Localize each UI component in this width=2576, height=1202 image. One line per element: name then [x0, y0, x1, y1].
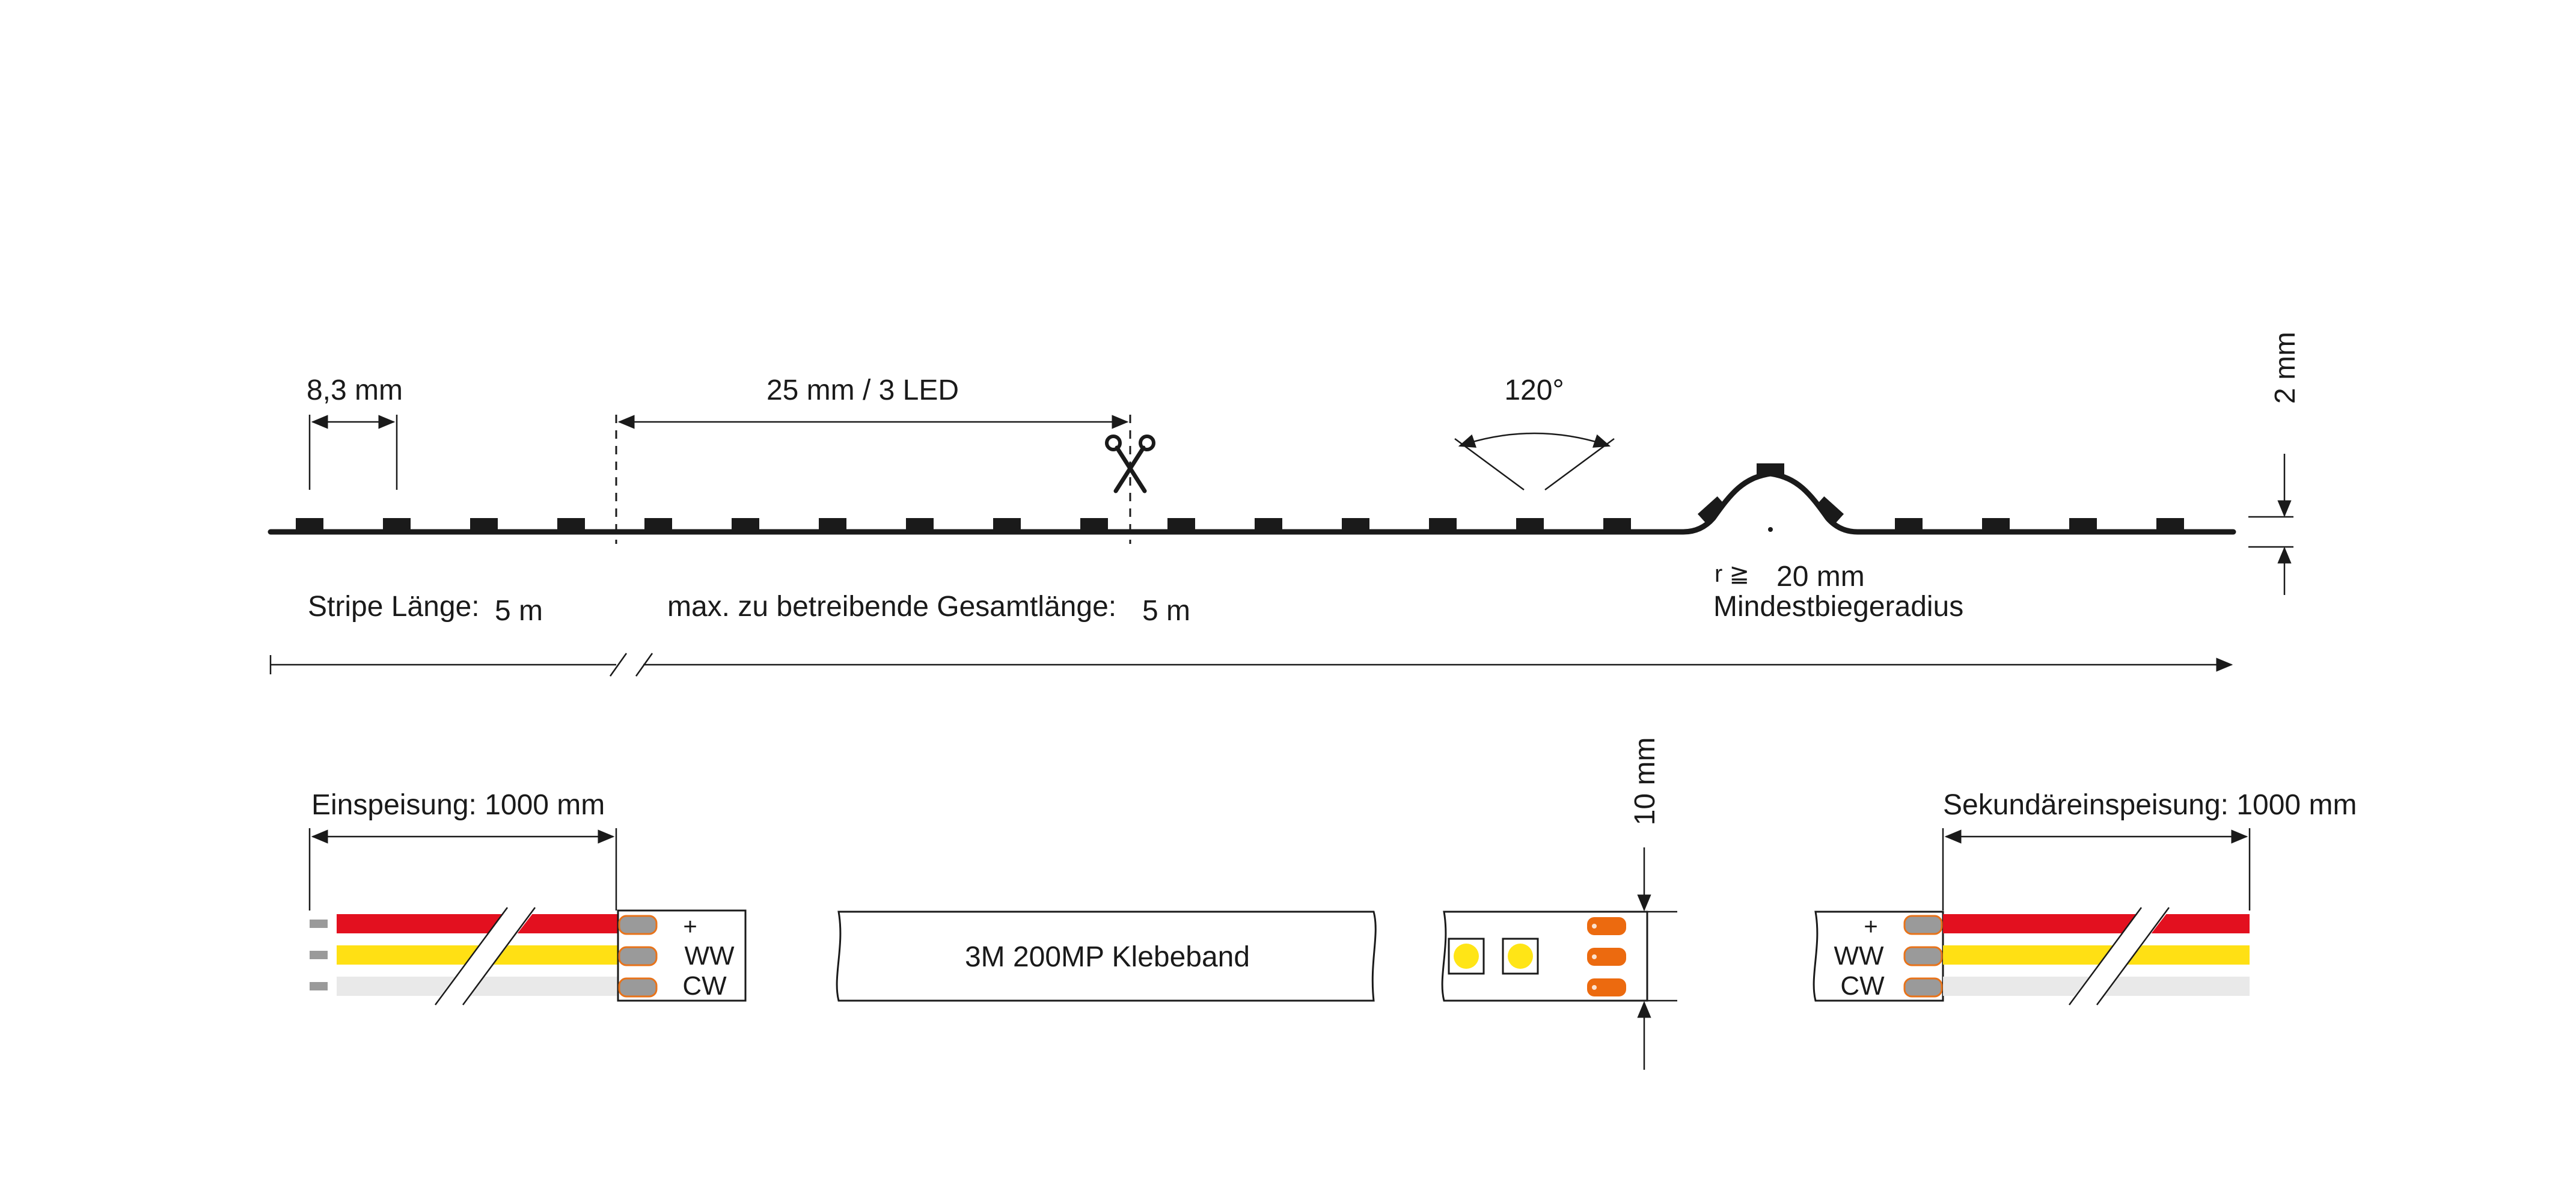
secondary-feed-dimension: Sekundäreinspeisung: 1000 mm	[1942, 789, 2357, 911]
bend-led-right	[1816, 496, 1844, 523]
led-chip	[644, 518, 672, 531]
pad-left-ww	[618, 946, 658, 966]
pad-right-cw-label: CW	[1840, 971, 1885, 1001]
cut-label: 25 mm / 3 LED	[766, 374, 959, 406]
width-label: 10 mm	[1629, 737, 1661, 826]
wire-plus-right	[1943, 914, 2250, 933]
beam-angle: 120°	[1454, 374, 1615, 491]
adhesive-tape: 3M 200MP Klebeband	[836, 911, 1377, 1002]
height-label: 2 mm	[2269, 332, 2301, 404]
feed-dimension: Einspeisung: 1000 mm	[308, 789, 617, 911]
pad-left-cw-label: CW	[682, 971, 727, 1001]
pad-right-plus	[1903, 915, 1943, 935]
pad-right-cw	[1903, 977, 1943, 998]
led-chip	[1603, 518, 1631, 531]
cut-dimension: 25 mm / 3 LED	[615, 374, 1131, 544]
led-chip	[1429, 518, 1457, 531]
bend-center-dot	[1768, 527, 1773, 532]
height-dimension: 2 mm	[2248, 332, 2301, 595]
angle-label: 120°	[1504, 374, 1564, 406]
end-pad-1	[1587, 917, 1626, 935]
led-chip	[383, 518, 411, 531]
led-chip	[1342, 518, 1369, 531]
radius-label: Mindestbiegeradius	[1713, 591, 1963, 623]
pad-right-ww-label: WW	[1834, 941, 1884, 971]
connector-left: + WW CW	[617, 909, 747, 1002]
pad-right-ww	[1903, 946, 1943, 966]
pad-left-plus	[618, 915, 658, 935]
led-chip	[993, 518, 1021, 531]
feed-cable-right	[1943, 907, 2250, 1005]
wire-ww-right	[1943, 945, 2250, 965]
feed-cable-left	[310, 907, 619, 1005]
led-chip	[2156, 518, 2184, 531]
wire-plus-left	[337, 914, 619, 933]
pad-right-plus-label: +	[1864, 914, 1877, 940]
feed-label: Einspeisung: 1000 mm	[311, 789, 605, 821]
led-chip	[1255, 518, 1282, 531]
pitch-label: 8,3 mm	[307, 374, 403, 406]
width-dimension: 10 mm	[1629, 737, 1677, 1070]
led-chip	[1167, 518, 1195, 531]
led-chip	[1516, 518, 1544, 531]
strip-length-value: 5 m	[495, 595, 543, 627]
led-chip	[1982, 518, 2010, 531]
led-chip	[296, 518, 323, 531]
length-dimension-line	[269, 653, 2233, 677]
led-2	[1508, 944, 1533, 969]
bend-led-left	[1697, 496, 1726, 523]
secondary-feed-label: Sekundäreinspeisung: 1000 mm	[1943, 789, 2357, 821]
connector-right: + WW CW	[1813, 911, 1944, 1002]
led-chip	[1080, 518, 1108, 531]
pad-left-cw	[618, 977, 658, 998]
pitch-dimension: 8,3 mm	[307, 374, 403, 490]
scissors-icon	[1105, 435, 1155, 493]
tape-label: 3M 200MP Klebeband	[965, 941, 1250, 973]
strip-end	[1441, 911, 1648, 1002]
led-chip	[819, 518, 846, 531]
led-chips	[296, 518, 2184, 531]
led-chip	[470, 518, 498, 531]
strip-side-view	[268, 463, 2236, 535]
end-pad-2	[1587, 948, 1626, 966]
led-chip	[557, 518, 585, 531]
led-chip	[1895, 518, 1923, 531]
radius-value: 20 mm	[1776, 561, 1865, 593]
led-chip	[732, 518, 759, 531]
bend-led-top	[1757, 463, 1784, 475]
radius-symbol: r ≧	[1715, 561, 1749, 587]
pad-left-plus-label: +	[683, 914, 697, 940]
max-length-label: max. zu betreibende Gesamtlänge:	[667, 591, 1116, 623]
led-chip	[2069, 518, 2097, 531]
led-1	[1454, 944, 1479, 969]
end-pad-3	[1587, 978, 1626, 996]
led-chip	[906, 518, 934, 531]
pad-left-ww-label: WW	[684, 941, 735, 971]
max-length-value: 5 m	[1142, 595, 1190, 627]
strip-length-label: Stripe Länge:	[308, 591, 480, 623]
